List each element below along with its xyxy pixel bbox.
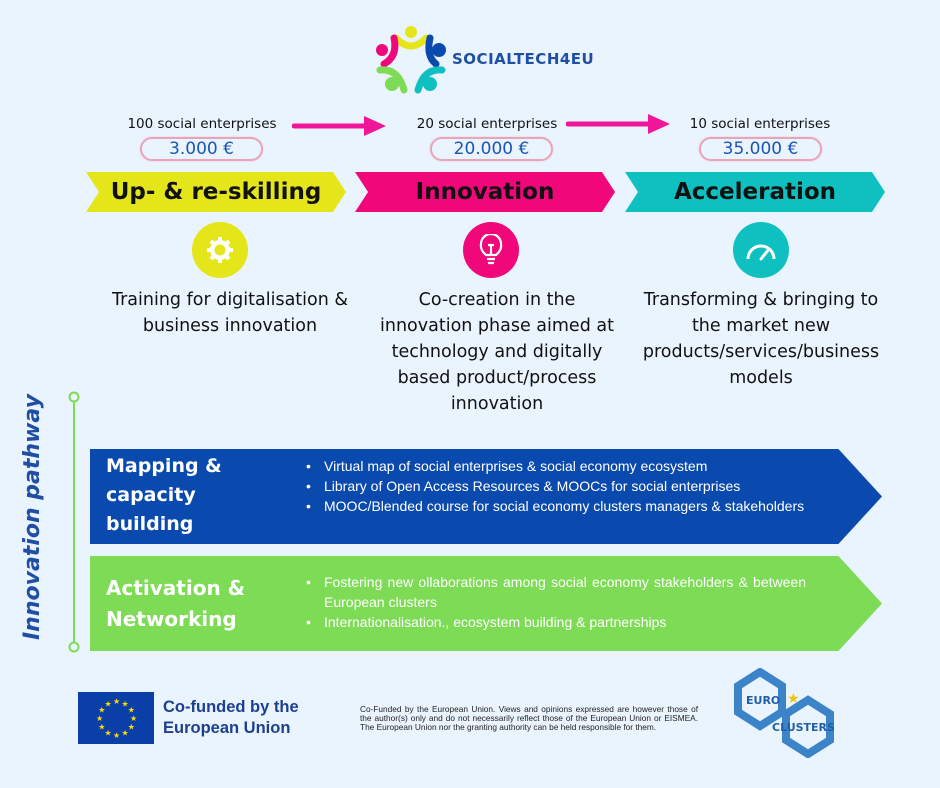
stage-3-description: Transforming & bringing to the market ne… <box>642 290 880 388</box>
eu-star: ★ <box>98 706 105 715</box>
eu-star: ★ <box>130 714 137 723</box>
bullet: MOOC/Blended course for social economy c… <box>306 496 806 516</box>
stage-2-amount: 20.000 € <box>430 137 553 161</box>
band-mapping-title: Mapping & capacity building <box>106 455 222 535</box>
gear-icon <box>192 222 248 278</box>
bullet: Virtual map of social enterprises & soci… <box>306 456 806 476</box>
bullet: Internationalisation., ecosystem buildin… <box>306 612 806 632</box>
band-activation-title: Activation & Networking <box>106 576 246 631</box>
stage-1-enterprises: 100 social enterprises <box>127 116 277 132</box>
stage-banner-acceleration: Acceleration <box>625 172 885 212</box>
socialtech4eu-logo-icon <box>376 26 446 94</box>
eu-star: ★ <box>128 723 135 732</box>
cofunded-label: Co-funded by the European Union <box>163 698 299 737</box>
eu-star: ★ <box>105 729 112 738</box>
eu-star: ★ <box>122 729 129 738</box>
eu-star: ★ <box>105 699 112 708</box>
svg-text:★: ★ <box>787 690 800 706</box>
euroclusters-logo-icon: EURO ★ CLUSTERS <box>734 668 835 758</box>
euroclusters-euro: EURO <box>746 694 780 707</box>
band-activation-bullets: Fostering new ollaborations among social… <box>306 572 806 632</box>
euroclusters-clusters: CLUSTERS <box>772 721 835 734</box>
stage-banner-upskilling: Up- & re-skilling <box>86 172 346 212</box>
speedometer-icon <box>733 222 789 278</box>
lightbulb-icon <box>463 222 519 278</box>
stage-3-amount: 35.000 € <box>699 137 822 161</box>
band-mapping: Mapping & capacity building Virtual map … <box>90 449 882 544</box>
stage-2-enterprises: 20 social enterprises <box>416 116 558 132</box>
pathway-label: Innovation pathway <box>20 394 45 640</box>
pathway-line <box>68 391 80 653</box>
eu-star: ★ <box>96 714 103 723</box>
eu-flag-icon: ★★★★★★★★★★★★ <box>78 692 154 744</box>
eu-star: ★ <box>113 697 120 706</box>
bullet: Library of Open Access Resources & MOOCs… <box>306 476 806 496</box>
arrow-right-icon <box>292 116 386 136</box>
arrow-right-icon <box>566 114 670 134</box>
stage-banner-innovation: Innovation <box>355 172 615 212</box>
stage-2-description: Co-creation in the innovation phase aime… <box>380 290 614 414</box>
brand-name: SOCIALTECH4EU <box>452 50 595 68</box>
eu-star: ★ <box>98 723 105 732</box>
disclaimer: Co-Funded by the European Union. Views a… <box>360 704 698 732</box>
eu-star: ★ <box>128 706 135 715</box>
stage-1-description: Training for digitalisation & business i… <box>111 290 349 336</box>
band-activation: Activation & Networking Fostering new ol… <box>90 556 882 651</box>
band-mapping-bullets: Virtual map of social enterprises & soci… <box>306 456 806 516</box>
stage-1-amount: 3.000 € <box>140 137 263 161</box>
bullet: Fostering new ollaborations among social… <box>306 572 806 612</box>
eu-star: ★ <box>113 731 120 740</box>
eu-star: ★ <box>122 699 129 708</box>
stage-3-enterprises: 10 social enterprises <box>689 116 831 132</box>
